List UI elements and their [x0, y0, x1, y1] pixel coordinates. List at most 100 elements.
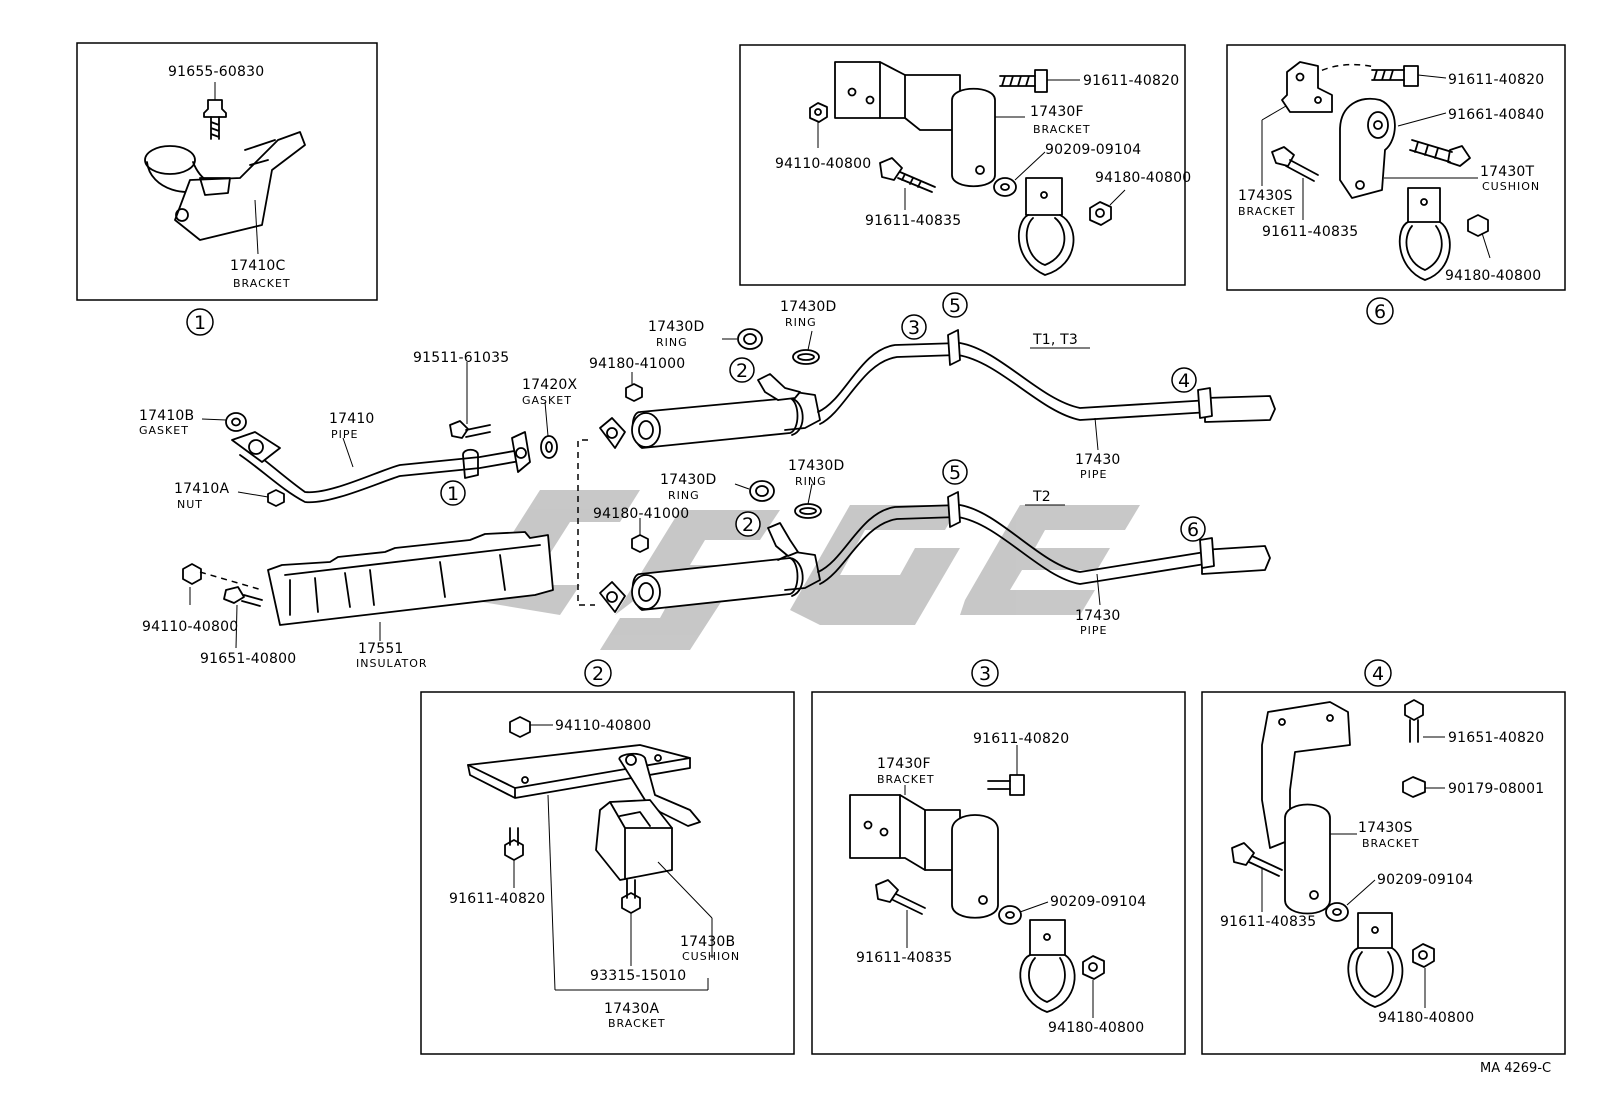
- part-number-label: 94180-40800: [1378, 1010, 1474, 1026]
- nut-icon: [267, 489, 285, 507]
- part-number-label: 17430A: [604, 1001, 660, 1017]
- drawing-reference: MA 4269-C: [1480, 1061, 1551, 1076]
- part-number-label: 91611-40835: [1262, 224, 1358, 240]
- part-number-label: 91661-40840: [1448, 107, 1544, 123]
- part-number-label: 91655-60830: [168, 64, 264, 80]
- bracket-icon: [467, 744, 701, 827]
- panel-number-2: 2: [592, 663, 604, 685]
- part-number-label: 17410: [329, 411, 375, 427]
- part-number-label: 90209-09104: [1050, 894, 1146, 910]
- bolt-icon: [203, 99, 227, 140]
- part-number-label: 91651-40800: [200, 651, 296, 667]
- part-name-label: BRACKET: [1238, 205, 1296, 218]
- bolt-icon: [1404, 699, 1424, 743]
- part-number-label: 91611-40820: [1448, 72, 1544, 88]
- part-number-label: 90209-09104: [1377, 872, 1473, 888]
- cushion-icon: [1339, 97, 1396, 199]
- nut-icon: [1082, 955, 1105, 980]
- part-name-label: BRACKET: [877, 773, 935, 786]
- part-number-label: 91611-40820: [1083, 73, 1179, 89]
- part-name-label: RING: [656, 336, 688, 349]
- insulator-icon: [267, 531, 554, 626]
- part-number-label: 17430S: [1238, 188, 1293, 204]
- variant-label: T1, T3: [1032, 332, 1078, 348]
- clamp-icon: [1017, 177, 1075, 276]
- gasket-icon: [540, 435, 558, 459]
- part-name-label: GASKET: [522, 394, 572, 407]
- washer-icon: [1325, 902, 1349, 922]
- nut-icon: [631, 534, 649, 553]
- part-number-label: 94180-40800: [1445, 268, 1541, 284]
- part-name-label: BRACKET: [1362, 837, 1420, 850]
- washer-icon: [998, 905, 1022, 925]
- part-name-label: GASKET: [139, 424, 189, 437]
- variant-label: T2: [1032, 489, 1051, 505]
- part-name-label: CUSHION: [682, 950, 740, 963]
- ring-icon: [794, 503, 822, 519]
- panel-number-4: 4: [1372, 663, 1384, 685]
- bolt-icon: [879, 157, 936, 193]
- part-number-label: 94110-40800: [555, 718, 651, 734]
- bolt-icon: [1409, 139, 1471, 167]
- part-number-label: 94180-40800: [1048, 1020, 1144, 1036]
- bracket-icon: [1261, 701, 1351, 915]
- detail-panel-6: 91611-40820 91661-40840 17430T CUSHION 1…: [1226, 44, 1566, 325]
- washer-icon: [993, 177, 1017, 197]
- panel-number-1: 1: [194, 312, 206, 334]
- part-number-label: 17410B: [139, 408, 194, 424]
- part-name-label: NUT: [177, 498, 203, 511]
- bolt-icon: [621, 879, 641, 914]
- bracket-icon: [849, 794, 999, 919]
- cushion-icon: [595, 799, 673, 881]
- bracket-icon: [834, 61, 996, 188]
- callout-number: 4: [1178, 370, 1190, 392]
- muffler-icon: [599, 373, 821, 449]
- part-name-label: CUSHION: [1482, 180, 1540, 193]
- panel-number-3: 3: [979, 663, 991, 685]
- callout-number: 1: [447, 483, 459, 505]
- bolt-icon: [504, 827, 524, 861]
- nut-icon: [1089, 201, 1112, 226]
- part-number-label: 17410C: [230, 258, 286, 274]
- part-name-label: RING: [795, 475, 827, 488]
- nut-icon: [1412, 943, 1435, 968]
- part-number-label: 93315-15010: [590, 968, 686, 984]
- part-number-label: 17430B: [680, 934, 735, 950]
- ring-icon: [749, 480, 775, 502]
- callout-number: 2: [742, 514, 754, 536]
- callout-number: 5: [949, 295, 961, 317]
- part-name-label: PIPE: [331, 428, 358, 441]
- part-name-label: BRACKET: [608, 1017, 666, 1030]
- part-number-label: 94110-40800: [775, 156, 871, 172]
- nut-icon: [625, 383, 643, 402]
- callout-number: 5: [949, 462, 961, 484]
- part-number-label: 91611-40820: [973, 731, 1069, 747]
- part-number-label: 90209-09104: [1045, 142, 1141, 158]
- muffler-icon: [599, 522, 821, 613]
- part-name-label: BRACKET: [233, 277, 291, 290]
- part-number-label: 17430D: [648, 319, 705, 335]
- bolt-icon: [999, 69, 1048, 93]
- bolt-icon: [223, 586, 263, 607]
- detail-panel-2: 2 94110-40800: [420, 659, 795, 1055]
- part-number-label: 94110-40800: [142, 619, 238, 635]
- part-number-label: 17420X: [522, 377, 578, 393]
- detail-panel-3: 3: [811, 659, 1186, 1055]
- nut-icon: [1402, 776, 1426, 798]
- nut-icon: [809, 102, 828, 123]
- callout-number: 6: [1187, 519, 1199, 541]
- part-name-label: RING: [785, 316, 817, 329]
- bolt-icon: [1231, 842, 1283, 877]
- part-number-label: 91611-40820: [449, 891, 545, 907]
- bolt-icon: [449, 420, 491, 439]
- part-number-label: 17430D: [788, 458, 845, 474]
- callout-number: 3: [908, 317, 920, 339]
- bolt-icon: [1371, 65, 1419, 87]
- part-number-label: 17410A: [174, 481, 230, 497]
- part-number-label: 94180-41000: [589, 356, 685, 372]
- front-pipe-icon: [231, 431, 531, 504]
- bracket-icon: [144, 131, 306, 241]
- part-name-label: RING: [668, 489, 700, 502]
- tailpipe-icon: [817, 491, 1271, 585]
